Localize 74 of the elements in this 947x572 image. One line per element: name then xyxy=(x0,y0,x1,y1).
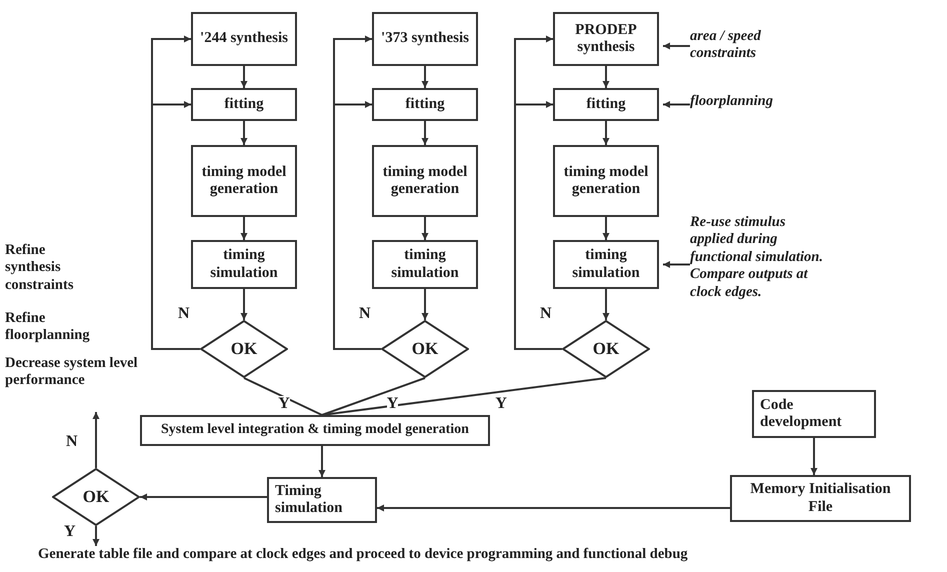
arrow xyxy=(422,121,428,145)
process-text: timing model generation xyxy=(562,164,650,198)
process-text: fitting xyxy=(586,96,626,114)
process-text: Timing simulation xyxy=(275,482,344,518)
process-text: System level integration & timing model generation xyxy=(161,422,469,439)
arrow xyxy=(151,101,200,350)
decision-text: OK xyxy=(592,339,620,359)
process-text: fitting xyxy=(224,96,264,114)
arrow xyxy=(602,121,610,145)
decision-diamond xyxy=(52,468,140,526)
side-note: Refine floorplanning xyxy=(5,310,91,345)
process-box xyxy=(372,145,478,217)
process-text: timing simulation xyxy=(571,247,641,282)
arrow xyxy=(318,446,326,477)
process-box xyxy=(730,475,911,522)
arrow xyxy=(140,494,267,500)
annotation-text: floorplanning xyxy=(690,93,774,110)
arrow xyxy=(602,66,610,88)
arrow xyxy=(240,289,248,320)
arrow xyxy=(377,504,730,512)
arrow xyxy=(92,526,100,546)
decision-diamond xyxy=(200,320,288,378)
arrow xyxy=(663,42,690,50)
arrow xyxy=(514,101,562,350)
arrow xyxy=(422,289,428,320)
arrow xyxy=(422,217,428,240)
process-box xyxy=(191,12,297,66)
decision-text: OK xyxy=(230,339,258,359)
annotation-text: area / speed constraints xyxy=(690,28,762,63)
arrow xyxy=(240,66,248,88)
process-text: Memory Initialisation File xyxy=(749,481,892,516)
process-box xyxy=(553,88,659,121)
process-text: timing simulation xyxy=(209,247,279,282)
process-box xyxy=(553,240,659,289)
arrow xyxy=(602,217,610,240)
annotation-text: Re-use stimulus applied during functional simulation. Compare outputs at clock edges. xyxy=(690,214,824,301)
arrow xyxy=(92,412,100,468)
process-box xyxy=(267,477,377,523)
decision-diamond xyxy=(381,320,469,378)
process-text: Code development xyxy=(760,396,843,432)
arrow xyxy=(240,121,248,145)
process-text: fitting xyxy=(405,96,445,114)
process-box xyxy=(140,415,490,446)
arrow xyxy=(422,66,428,88)
process-text: PRODEP synthesis xyxy=(574,22,638,56)
process-box xyxy=(372,88,478,121)
process-text: timing model generation xyxy=(382,164,468,198)
connector-line xyxy=(244,377,322,416)
arrow xyxy=(240,217,248,240)
process-box xyxy=(191,240,297,289)
process-box xyxy=(553,12,659,66)
process-box xyxy=(372,240,478,289)
process-text: '373 synthesis xyxy=(381,30,469,48)
process-box xyxy=(553,145,659,217)
decision-text: OK xyxy=(412,339,438,359)
connector-line xyxy=(322,377,606,416)
process-text: timing model generation xyxy=(200,164,288,198)
process-box xyxy=(191,145,297,217)
arrow xyxy=(663,101,690,108)
decision-text: OK xyxy=(82,487,110,507)
process-box xyxy=(372,12,478,66)
process-box xyxy=(191,88,297,121)
process-text: '244 synthesis xyxy=(200,30,288,48)
arrow xyxy=(663,261,690,268)
arrow xyxy=(602,289,610,320)
side-note: Decrease system level performance xyxy=(5,355,139,390)
decision-diamond xyxy=(562,320,650,378)
connector-line xyxy=(322,377,426,416)
side-note: Refine synthesis constraints xyxy=(5,242,74,294)
arrow xyxy=(810,438,818,475)
arrow xyxy=(333,101,381,350)
process-text: timing simulation xyxy=(390,247,460,282)
footer-note: Generate table file and compare at clock edges and proceed to device programming and functional debug xyxy=(38,546,689,564)
process-box xyxy=(752,390,876,438)
